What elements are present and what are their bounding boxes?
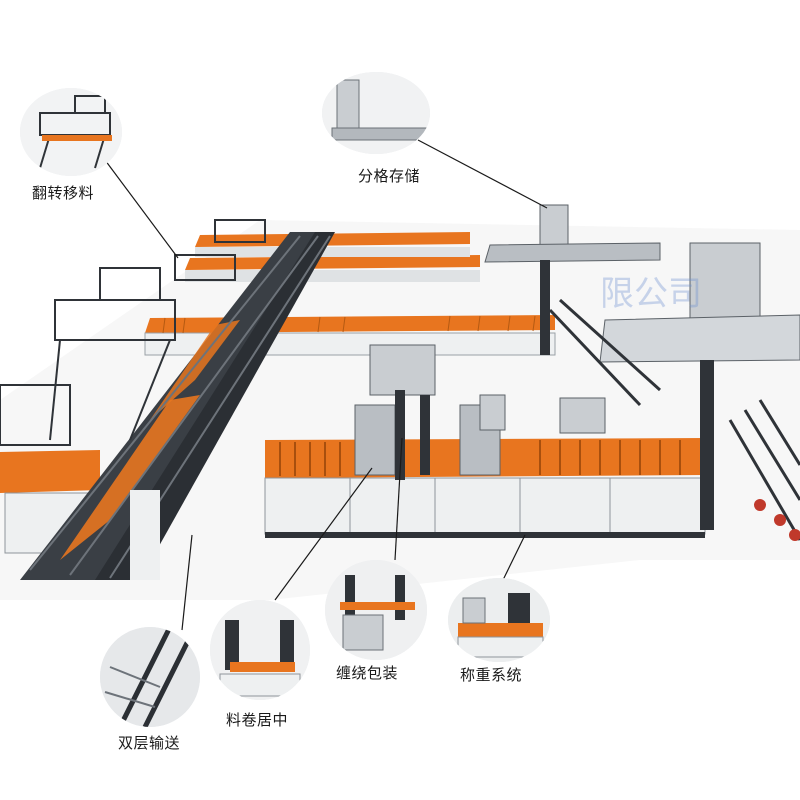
watermark: 限公司 <box>600 274 702 314</box>
turnover-stations <box>0 219 266 446</box>
grid-storage-thumbnail <box>322 72 430 154</box>
double-layer-conveyor <box>20 232 335 580</box>
wrapping-machines <box>354 344 606 480</box>
wrapping-thumbnail <box>325 560 427 660</box>
far-roller-lines <box>185 232 480 282</box>
turnover-thumbnail <box>20 88 122 176</box>
grid-storage-label: 分格存储 <box>358 167 421 185</box>
coil-centering-thumbnail <box>210 600 310 700</box>
weighing-label: 称重系统 <box>460 666 523 684</box>
leader-lines <box>104 139 548 631</box>
double-layer-thumbnail <box>100 627 200 727</box>
double-layer-label: 双层输送 <box>118 734 181 752</box>
weighing-thumbnail <box>448 578 550 662</box>
turnover-label: 翻转移料 <box>32 184 95 202</box>
grid-storage-structure <box>484 204 800 541</box>
wrapping-label: 缠绕包装 <box>336 664 399 682</box>
coil-centering-label: 料卷居中 <box>226 711 289 729</box>
